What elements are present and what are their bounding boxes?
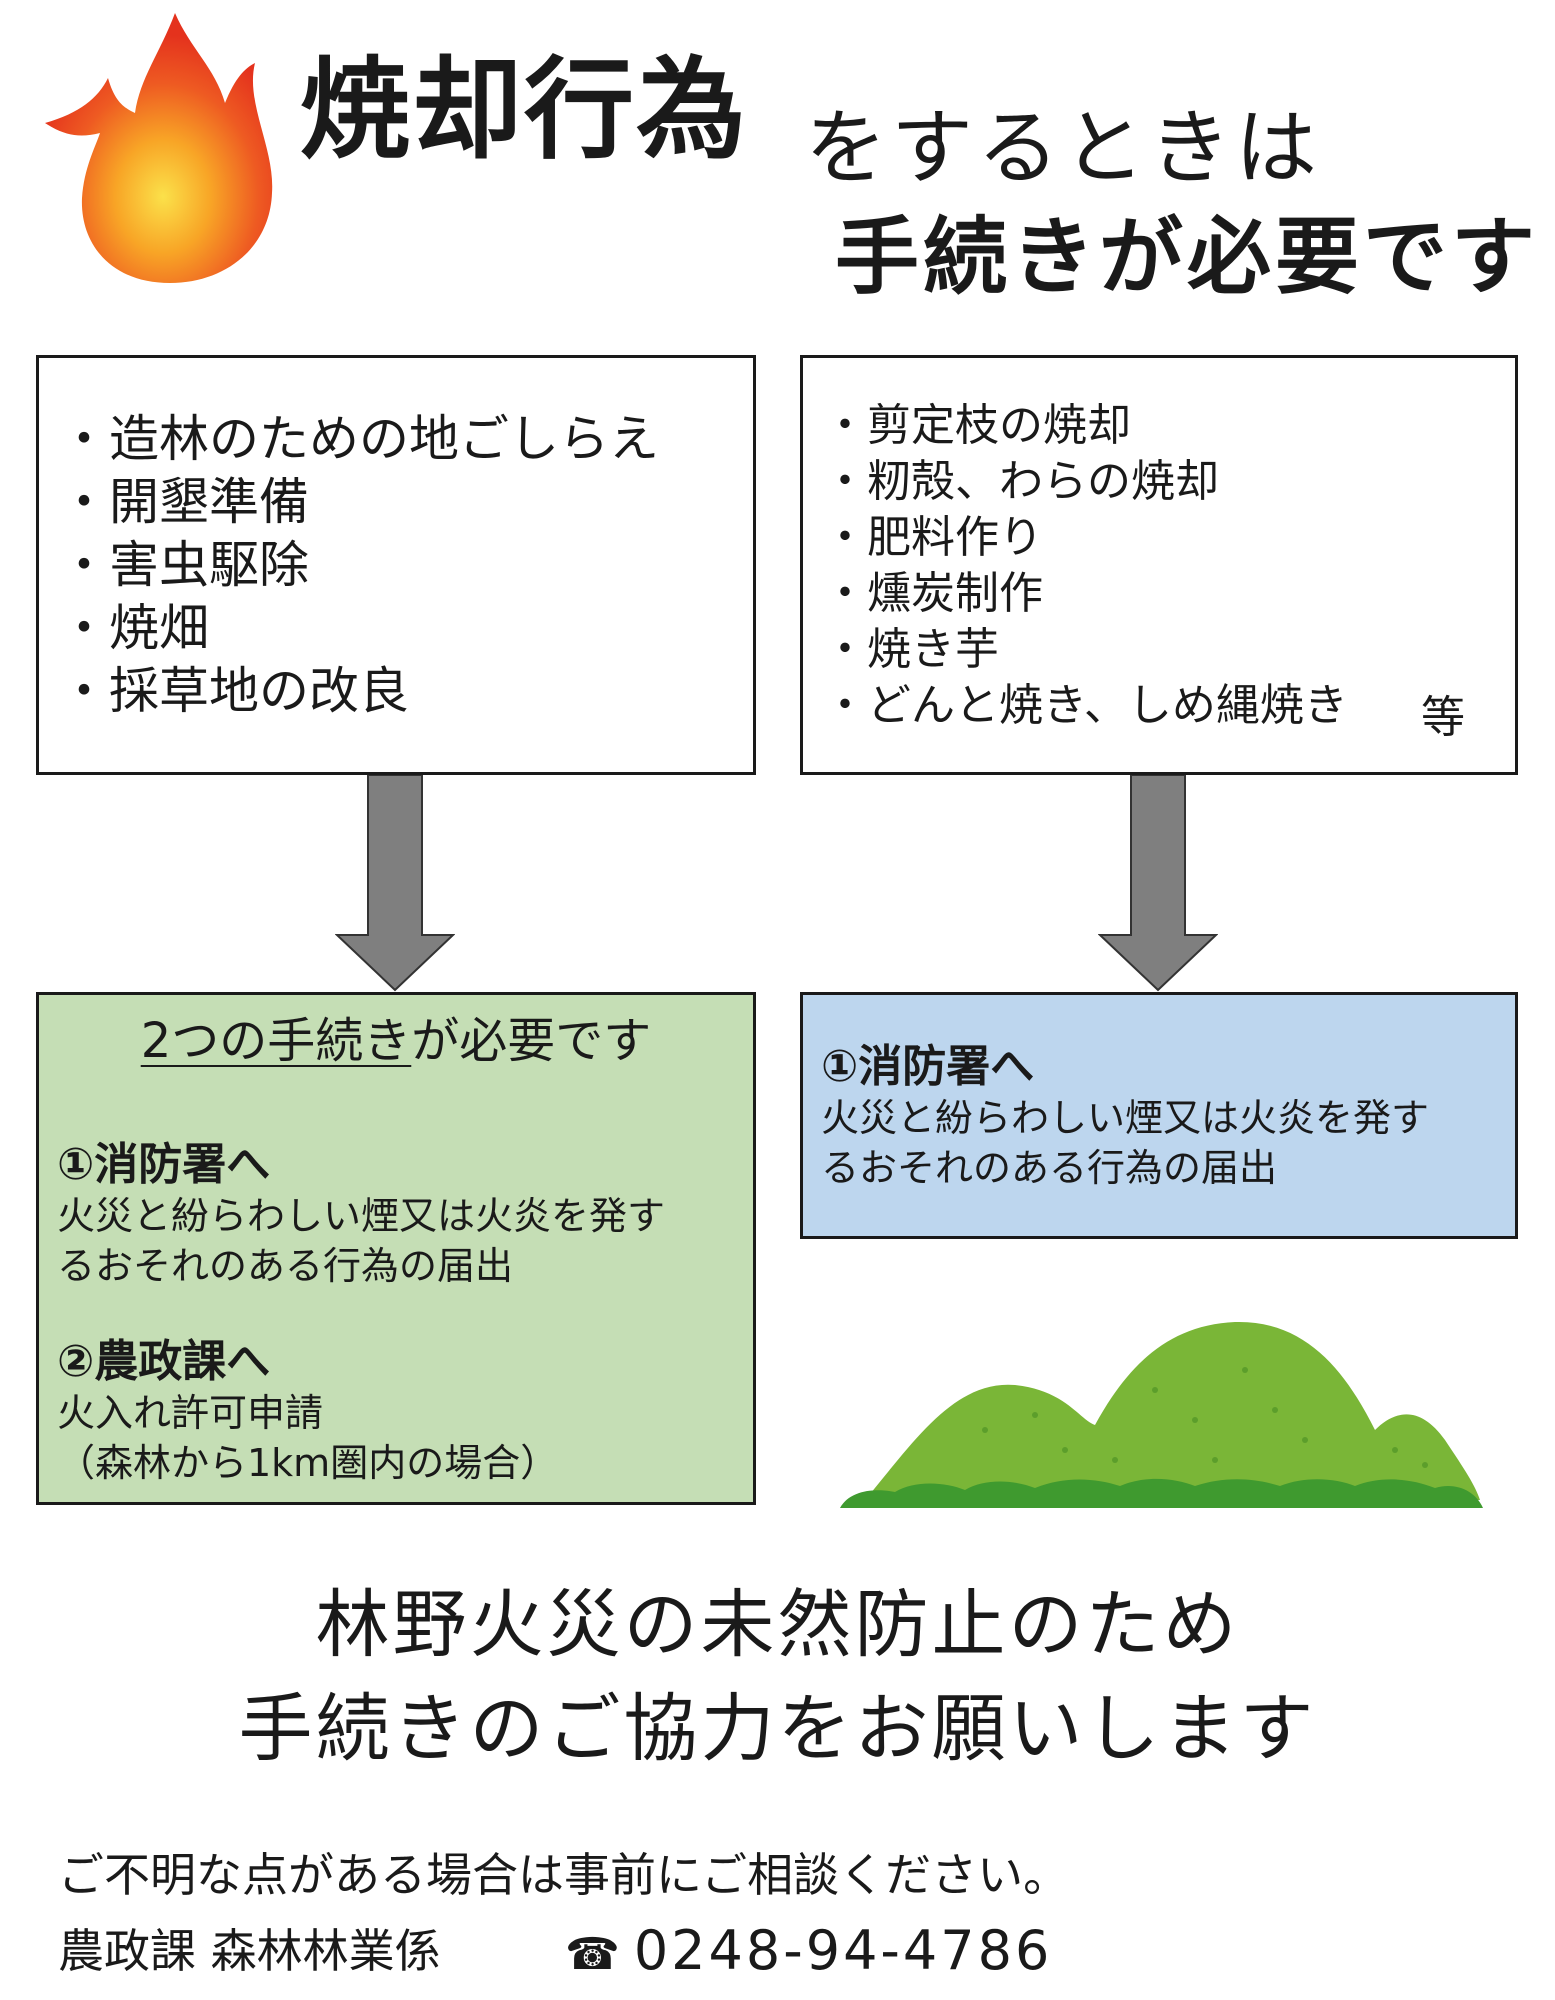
flame-icon [45, 13, 273, 283]
list-item: ・籾殻、わらの焼却 [823, 456, 1219, 507]
agriculture-dept-step-text: 火入れ許可申請 （森林から1km圏内の場合） [57, 1388, 558, 1488]
step-text-line: 火災と紛らわしい煙又は火炎を発す [57, 1194, 666, 1238]
list-item: ・燻炭制作 [823, 568, 1043, 619]
general-burning-activities-box: ・剪定枝の焼却 ・籾殻、わらの焼却 ・肥料作り ・燻炭制作 ・焼き芋 ・どんと焼… [800, 355, 1518, 775]
phone-number: 0248-94-4786 [633, 1919, 1053, 1982]
general-activities-list: ・剪定枝の焼却 ・籾殻、わらの焼却 ・肥料作り ・燻炭制作 ・焼き芋 ・どんと焼… [823, 398, 1348, 734]
list-item: ・害虫駆除 [59, 536, 309, 594]
title-main: 焼却行為 [300, 46, 748, 174]
department-name: 農政課 森林林業係 [58, 1924, 441, 1978]
mountains-illustration [840, 1321, 1483, 1508]
list-item: ・造林のための地ごしらえ [59, 410, 659, 468]
step-text-line: るおそれのある行為の届出 [57, 1244, 514, 1288]
step-text-line: るおそれのある行為の届出 [821, 1146, 1278, 1190]
two-procedures-box: 2つの手続きが必要です ①消防署へ 火災と紛らわしい煙又は火炎を発す るおそれの… [36, 992, 756, 1505]
phone-icon: ☎ [565, 1929, 620, 1980]
list-item: ・肥料作り [823, 512, 1043, 563]
step-text-line: 火入れ許可申請 [57, 1391, 324, 1435]
fire-station-step-title: ①消防署へ [821, 1041, 1035, 1092]
list-item: ・剪定枝の焼却 [823, 400, 1131, 451]
forest-burning-activities-box: ・造林のための地ごしらえ ・開墾準備 ・害虫駆除 ・焼畑 ・採草地の改良 [36, 355, 756, 775]
fire-station-step-title: ①消防署へ [57, 1139, 271, 1190]
list-item: ・採草地の改良 [59, 662, 409, 720]
single-procedure-box: ①消防署へ 火災と紛らわしい煙又は火炎を発す るおそれのある行為の届出 [800, 992, 1518, 1239]
procedures-heading: 2つの手続きが必要です [39, 1017, 753, 1065]
etc-mark: 等 [1421, 692, 1465, 743]
fire-station-step-text: 火災と紛らわしい煙又は火炎を発す るおそれのある行為の届出 [57, 1191, 665, 1291]
step-text-line: （森林から1km圏内の場合） [57, 1441, 559, 1485]
fire-station-step-text: 火災と紛らわしい煙又は火炎を発す るおそれのある行為の届出 [821, 1093, 1429, 1193]
title-suffix: をするときは [805, 101, 1322, 196]
list-item: ・焼畑 [59, 599, 209, 657]
list-item: ・どんと焼き、しめ縄焼き [823, 680, 1348, 731]
down-arrow-icon [1098, 775, 1218, 992]
down-arrow-icon [335, 775, 455, 992]
list-item: ・開墾準備 [59, 473, 309, 531]
step-text-line: 火災と紛らわしい煙又は火炎を発す [821, 1096, 1430, 1140]
procedures-heading-underlined: 2つの手続き [140, 1013, 412, 1069]
list-item: ・焼き芋 [823, 624, 999, 675]
procedures-heading-rest: が必要です [411, 1013, 652, 1069]
agriculture-dept-step-title: ②農政課へ [57, 1336, 271, 1387]
closing-message-line-2: 手続きのご協力をお願いします [238, 1686, 1317, 1772]
phone-contact: ☎0248-94-4786 [565, 1924, 1052, 1978]
closing-message-line-1: 林野火災の未然防止のため [315, 1582, 1240, 1668]
title-line-2: 手続きが必要です [835, 208, 1540, 306]
forest-activities-list: ・造林のための地ごしらえ ・開墾準備 ・害虫駆除 ・焼畑 ・採草地の改良 [59, 408, 659, 723]
contact-note: ご不明な点がある場合は事前にご相談ください。 [58, 1848, 1070, 1902]
